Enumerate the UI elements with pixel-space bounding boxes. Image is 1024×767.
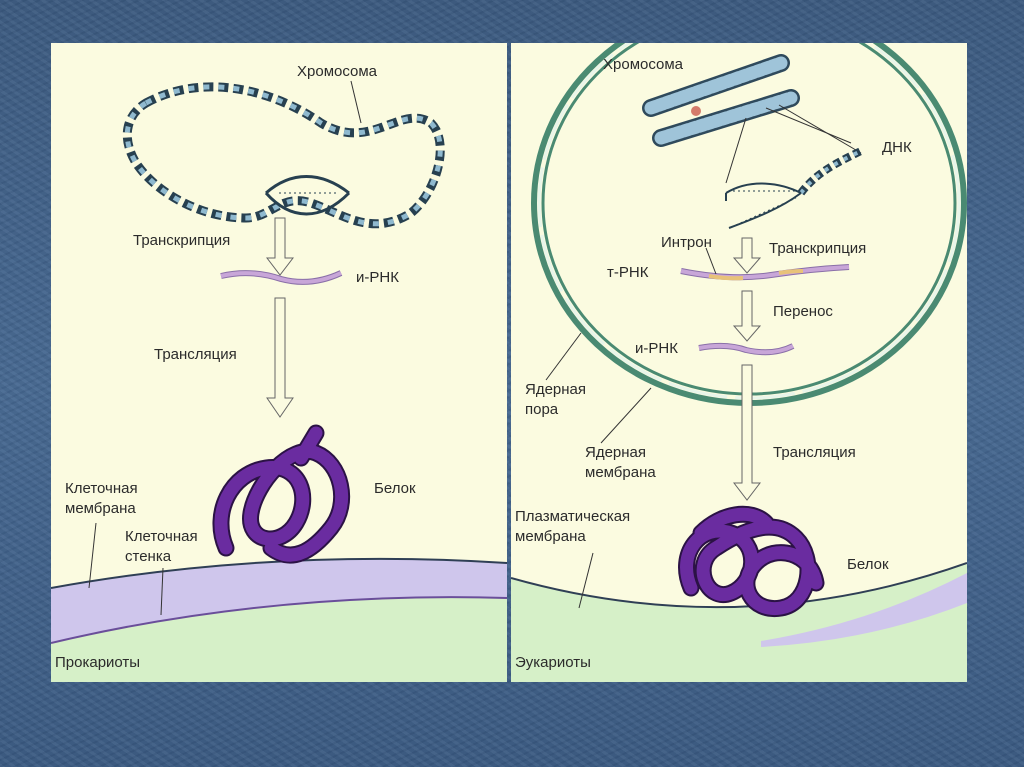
plasma-membrane-label-line2: мембрана bbox=[515, 528, 586, 545]
transcription-label: Транскрипция bbox=[133, 232, 231, 249]
protein-coil bbox=[212, 424, 351, 564]
cell-wall-label-line1: Клеточная bbox=[125, 528, 198, 545]
plasma-membrane-label-line1: Плазматическая bbox=[515, 508, 631, 525]
nuclear-membrane-label-line2: мембрана bbox=[585, 464, 656, 481]
protein-coil bbox=[678, 505, 825, 617]
translation-label: Трансляция bbox=[773, 444, 856, 461]
chromosome-label: Хромосома bbox=[603, 56, 684, 73]
transfer-arrow bbox=[732, 290, 762, 342]
intron-label: Интрон bbox=[661, 234, 712, 251]
intron-segment bbox=[708, 274, 744, 281]
plasma-membrane-line bbox=[511, 562, 967, 609]
translation-label: Трансляция bbox=[154, 346, 237, 363]
circular-chromosome bbox=[122, 82, 445, 229]
pre-rna-strand bbox=[680, 264, 850, 281]
mrna-label: и-РНК bbox=[356, 269, 399, 286]
transcription-arrow bbox=[732, 237, 762, 274]
protein-label: Белок bbox=[374, 480, 416, 497]
prokaryote-panel: Хромосома Транскрипция и-РНК Трансляция … bbox=[51, 43, 507, 682]
transcription-arrow bbox=[265, 217, 295, 276]
nuclear-membrane-label-line1: Ядерная bbox=[585, 444, 647, 461]
mrna-label: и-РНК bbox=[635, 340, 678, 357]
nuclear-pore-label-line1: Ядерная bbox=[525, 381, 587, 398]
transfer-label: Перенос bbox=[773, 303, 833, 320]
cell-membrane-line bbox=[51, 557, 507, 589]
transcription-label: Транскрипция bbox=[769, 240, 867, 257]
prokaryote-diagram bbox=[51, 80, 507, 682]
trna-label: т-РНК bbox=[607, 264, 649, 281]
prokaryote-title: Прокариоты bbox=[55, 654, 141, 671]
cell-wall-band bbox=[51, 558, 507, 643]
cell-membrane-label-line1: Клеточная bbox=[65, 480, 138, 497]
eukaryote-title: Эукариоты bbox=[515, 654, 591, 671]
eukaryote-diagram bbox=[511, 43, 967, 682]
dna-helix bbox=[725, 147, 863, 229]
x-chromosome bbox=[642, 54, 800, 147]
translation-arrow bbox=[266, 297, 294, 418]
translation-arrow bbox=[732, 364, 762, 501]
eukaryote-panel: Хромосома ДНК Интрон Транскрипция т-РНК … bbox=[511, 43, 967, 682]
dna-label: ДНК bbox=[882, 139, 912, 156]
chromosome-label: Хромосома bbox=[297, 63, 378, 80]
cell-wall-label-line2: стенка bbox=[125, 548, 172, 565]
protein-label: Белок bbox=[847, 556, 889, 573]
nuclear-pore-label-line2: пора bbox=[525, 401, 559, 418]
cell-membrane-label-line2: мембрана bbox=[65, 500, 136, 517]
